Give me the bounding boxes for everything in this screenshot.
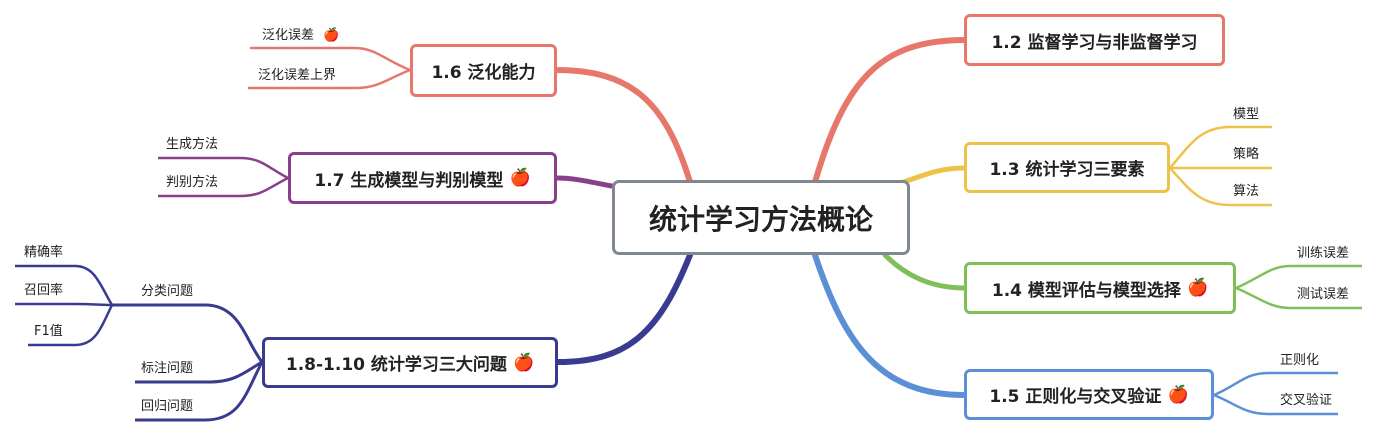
leaf-f1[interactable]: F1值 [34,324,63,340]
apple-icon: 🍎 [509,168,531,188]
apple-icon: 🍎 [512,352,535,373]
branch-1-5-cv [1213,393,1338,416]
branch-1-3-model [1169,125,1272,169]
apple-icon: 🍎 [323,28,340,43]
branch-1-8-cls [112,303,264,363]
leaf-generalization-bound-label: 泛化误差上界 [258,68,337,83]
leaf-cross-validation-label: 交叉验证 [1280,393,1333,408]
leaf-classification-label: 分类问题 [141,284,194,299]
branch-1-4-test [1235,286,1362,310]
topic-1-2-label: 1.2 监督学习与非监督学习 [991,32,1198,53]
leaf-discriminative-method-label: 判别方法 [166,175,219,190]
leaf-precision-label: 精确率 [24,245,64,260]
branch-1-5 [812,252,968,398]
leaf-cross-validation[interactable]: 交叉验证 [1280,393,1332,409]
leaf-precision[interactable]: 精确率 [24,245,63,261]
branch-1-7-disc [158,176,289,198]
leaf-f1-label: F1值 [34,324,63,339]
leaf-generalization-error-label: 泛化误差 [262,28,315,43]
topic-1-5-label: 1.5 正则化与交叉验证 [989,387,1162,407]
branch-1-7-gen [158,156,289,180]
leaf-generalization-error[interactable]: 泛化误差 🍎 [262,28,339,44]
branch-1-8-tag [135,360,263,384]
topic-1-6-label: 1.6 泛化能力 [431,63,536,83]
leaf-model-label: 模型 [1233,107,1260,122]
branch-1-3-algorithm [1169,167,1272,207]
apple-icon: 🍎 [1186,278,1209,298]
branch-cls-recall [15,302,113,307]
leaf-model[interactable]: 模型 [1233,107,1259,123]
leaf-test-error[interactable]: 测试误差 [1297,287,1349,303]
topic-1-8[interactable]: 1.8-1.10 统计学习三大问题 🍎 [262,337,558,388]
topic-1-5[interactable]: 1.5 正则化与交叉验证 🍎 [964,369,1214,420]
branch-1-8 [555,252,693,365]
leaf-tagging-label: 标注问题 [141,361,194,376]
branch-cls-precision [15,264,114,306]
leaf-algorithm-label: 算法 [1233,184,1260,199]
apple-icon: 🍎 [1167,384,1189,405]
leaf-algorithm[interactable]: 算法 [1233,184,1259,200]
leaf-generative-method-label: 生成方法 [166,137,219,152]
topic-1-4-label: 1.4 模型评估与模型选择 [991,280,1181,301]
topic-1-2[interactable]: 1.2 监督学习与非监督学习 [964,14,1225,66]
central-topic[interactable]: 统计学习方法概论 [612,180,910,255]
leaf-training-error-label: 训练误差 [1297,246,1350,261]
branch-1-8-reg [135,361,264,422]
topic-1-3[interactable]: 1.3 统计学习三要素 [964,142,1170,193]
topic-1-6[interactable]: 1.6 泛化能力 [410,44,557,97]
branch-1-7 [554,175,615,189]
leaf-recall[interactable]: 召回率 [24,283,63,299]
topic-1-7[interactable]: 1.7 生成模型与判别模型 🍎 [288,152,557,204]
topic-1-4[interactable]: 1.4 模型评估与模型选择 🍎 [964,262,1236,314]
central-topic-label: 统计学习方法概论 [648,202,873,236]
topic-1-8-label: 1.8-1.10 统计学习三大问题 [285,355,507,375]
topic-1-7-label: 1.7 生成模型与判别模型 [314,170,504,191]
branch-1-6 [553,67,693,185]
leaf-strategy[interactable]: 策略 [1233,147,1259,163]
branch-1-2 [812,37,968,185]
leaf-generative-method[interactable]: 生成方法 [166,137,218,153]
leaf-regularization[interactable]: 正则化 [1280,353,1319,369]
leaf-strategy-label: 策略 [1233,147,1260,162]
branch-1-4 [882,252,968,291]
leaf-regression-label: 回归问题 [141,399,194,414]
leaf-training-error[interactable]: 训练误差 [1297,246,1349,262]
branch-1-5-reg [1213,371,1338,397]
leaf-discriminative-method[interactable]: 判别方法 [166,175,218,191]
branch-1-6-bound [248,68,411,90]
branch-cls-f1 [28,304,114,347]
leaf-test-error-label: 测试误差 [1297,287,1350,302]
branch-1-6-err [250,46,411,72]
leaf-recall-label: 召回率 [24,283,64,298]
leaf-tagging[interactable]: 标注问题 [141,361,193,377]
branch-1-4-train [1235,264,1362,290]
leaf-regularization-label: 正则化 [1280,353,1320,368]
leaf-generalization-bound[interactable]: 泛化误差上界 [258,68,336,84]
topic-1-3-label: 1.3 统计学习三要素 [989,160,1145,180]
leaf-classification[interactable]: 分类问题 [141,284,193,300]
leaf-regression[interactable]: 回归问题 [141,399,193,415]
